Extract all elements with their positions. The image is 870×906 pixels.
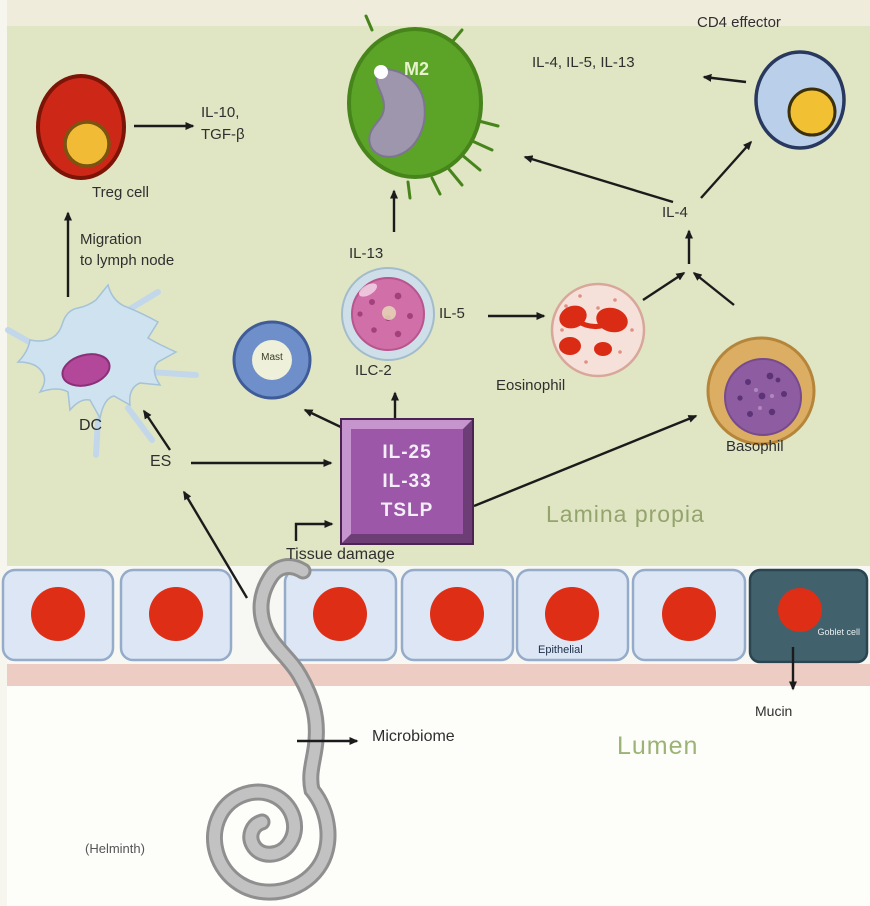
migration-label-line1: Migration xyxy=(80,231,142,248)
mast-cell-label: Mast xyxy=(261,352,283,363)
arrow-box-mast xyxy=(303,408,346,431)
il13-label: IL-13 xyxy=(349,245,384,262)
alarmin-tslp: TSLP xyxy=(380,500,434,521)
treg-cell xyxy=(36,74,126,180)
mast-cell xyxy=(232,320,312,400)
treg-cell-label: Treg cell xyxy=(92,184,149,201)
goblet-cell-label: Goblet cell xyxy=(817,627,860,637)
lumen-label: Lumen xyxy=(617,732,699,760)
treg-cytokine-line2: TGF-β xyxy=(201,126,245,143)
epithelial-nuclei xyxy=(31,587,822,641)
lamina-propria-label: Lamina propia xyxy=(546,501,705,527)
arrow-eos-il4 xyxy=(642,271,686,302)
arrow-box-basophil xyxy=(473,414,698,508)
treg-cytokine-line1: IL-10, xyxy=(201,104,240,121)
arrow-il4-m2 xyxy=(523,155,674,204)
basophil-label: Basophil xyxy=(726,438,784,455)
goblet-nucleus xyxy=(778,588,822,632)
alarmin-box: IL-25 IL-33 TSLP xyxy=(340,418,474,545)
helminth-label: (Helminth) xyxy=(85,841,145,856)
alarmin-il25: IL-25 xyxy=(382,442,432,463)
mucin-label: Mucin xyxy=(755,703,793,719)
ilc2-cell xyxy=(341,267,435,361)
cd4-effector-label: CD4 effector xyxy=(697,14,781,31)
epithelial-barrier xyxy=(1,568,869,664)
epithelial-label: Epithelial xyxy=(538,644,583,656)
cd4-effector-cell xyxy=(754,50,846,150)
arrows xyxy=(64,73,797,745)
es-label: ES xyxy=(150,453,172,470)
il4-label: IL-4 xyxy=(662,204,688,221)
arrow-il4-cd4 xyxy=(700,140,752,199)
arrow-es-dc xyxy=(143,409,171,451)
arrow-helminth-es xyxy=(182,490,249,599)
m2-label: M2 xyxy=(404,59,430,79)
eosinophil-nucleus xyxy=(559,305,628,356)
arrow-baso-il4 xyxy=(692,272,735,306)
arrow-cd4-cytokines xyxy=(702,73,747,84)
dendritic-cell xyxy=(5,283,199,458)
helminth-worm xyxy=(206,558,337,901)
arrow-tissue-box xyxy=(294,520,334,541)
eosinophil-label: Eosinophil xyxy=(496,377,566,394)
migration-label-line2: to lymph node xyxy=(80,252,175,269)
alarmin-il33: IL-33 xyxy=(382,471,432,492)
basophil-cell xyxy=(706,336,816,446)
eosinophil-cell xyxy=(550,282,646,378)
cd4-cytokines-label: IL-4, IL-5, IL-13 xyxy=(532,54,635,71)
dc-nucleus xyxy=(61,353,111,387)
microbiome-label: Microbiome xyxy=(372,728,455,745)
il5-label: IL-5 xyxy=(439,305,465,322)
m2-nucleus xyxy=(368,68,426,158)
ilc2-label: ILC-2 xyxy=(355,362,392,379)
dc-label: DC xyxy=(79,417,103,434)
m2-macrophage xyxy=(347,14,500,200)
basement-membrane xyxy=(0,664,870,686)
tissue-damage-label: Tissue damage xyxy=(286,546,395,563)
lumen-region xyxy=(0,686,870,906)
